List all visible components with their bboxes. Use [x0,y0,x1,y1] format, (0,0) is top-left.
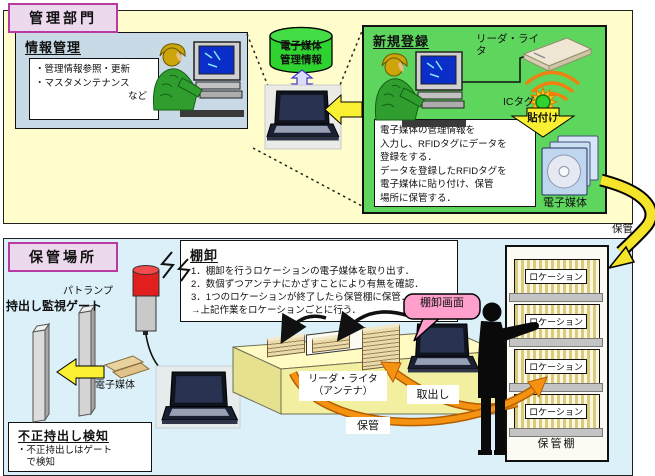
media-on-tray [312,333,350,353]
location-label: ロケーション [525,359,587,374]
detection-note: ・不正持出しはゲート で検知 [17,445,113,468]
info-note-line: など [127,91,147,102]
database-label: 電子媒体 管理情報 [280,40,322,66]
detection-title: 不正持出し検知 [18,429,110,443]
management-title-text: 管理部門 [29,10,97,26]
info-notes-box: ・管理情報参照・更新 ・マスタメンテナンス など [29,58,159,120]
inventory-steps: 1．棚卸を行うロケーションの電子媒体を取り出す． 2．数個ずつアンテナにかざすこ… [191,266,424,316]
inventory-box: 棚卸 1．棚卸を行うロケーションの電子媒体を取り出す． 2．数個ずつアンテナにか… [180,240,458,322]
shelf-location-2: ロケーション [514,304,600,339]
registration-description-text: 電子媒体の管理情報を 入力し、RFIDタグにデータを 登録をする． データを登録… [380,125,507,204]
shelf-bar [509,338,603,347]
shelf-name-label: 保管棚 [537,438,577,450]
info-management-title: 情報管理 [25,40,82,55]
shelf-bar [509,383,603,392]
patlamp-label: パトランプ [63,286,113,297]
storage-section-title: 保管場所 [8,242,118,272]
new-registration-title: 新規登録 [373,34,430,49]
desk-store-label: 保管 [346,417,390,434]
location-label: ロケーション [525,269,587,284]
management-section-title: 管理部門 [8,3,118,33]
shelf-location-4: ロケーション [514,394,600,429]
info-management-box: 情報管理 ・管理情報参照・更新 ・マスタメンテナンス など [15,32,248,129]
screen-bubble-label: 棚卸画面 [420,297,464,309]
ic-tag-label: ICタグ [503,96,535,108]
shelf-bar [509,293,603,302]
shelf-location-1: ロケーション [514,259,600,294]
attach-label: 貼付け [527,112,559,124]
store-arrow-label: 保管 [612,223,633,235]
storage-shelf: ロケーション ロケーション ロケーション ロケーション 保管棚 [505,245,609,462]
storage-title-text: 保管場所 [29,249,97,265]
info-note-line: ・マスタメンテナンス [35,77,130,89]
antenna-label: リーダ・ライタ （アンテナ） [299,371,387,401]
info-note-line: ・管理情報参照・更新 [35,64,131,75]
registration-media-label: 電子媒体 [543,197,587,209]
detection-box: 不正持出し検知 ・不正持出しはゲート で検知 [8,422,152,472]
takeout-label: 取出し [407,385,459,404]
gate-media-label: 電子媒体 [95,380,135,391]
location-label: ロケーション [525,404,587,419]
shelf-bar [509,428,603,437]
inventory-title: 棚卸 [190,248,219,263]
registration-description-box: 電子媒体の管理情報を 入力し、RFIDタグにデータを 登録をする． データを登録… [374,119,536,207]
gate-label: 持出し監視ゲート [6,299,103,313]
shelf-location-3: ロケーション [514,349,600,384]
location-label: ロケーション [525,314,587,329]
media-stack-tall [362,323,400,371]
reader-writer-label: リーダ・ライタ [476,33,539,57]
